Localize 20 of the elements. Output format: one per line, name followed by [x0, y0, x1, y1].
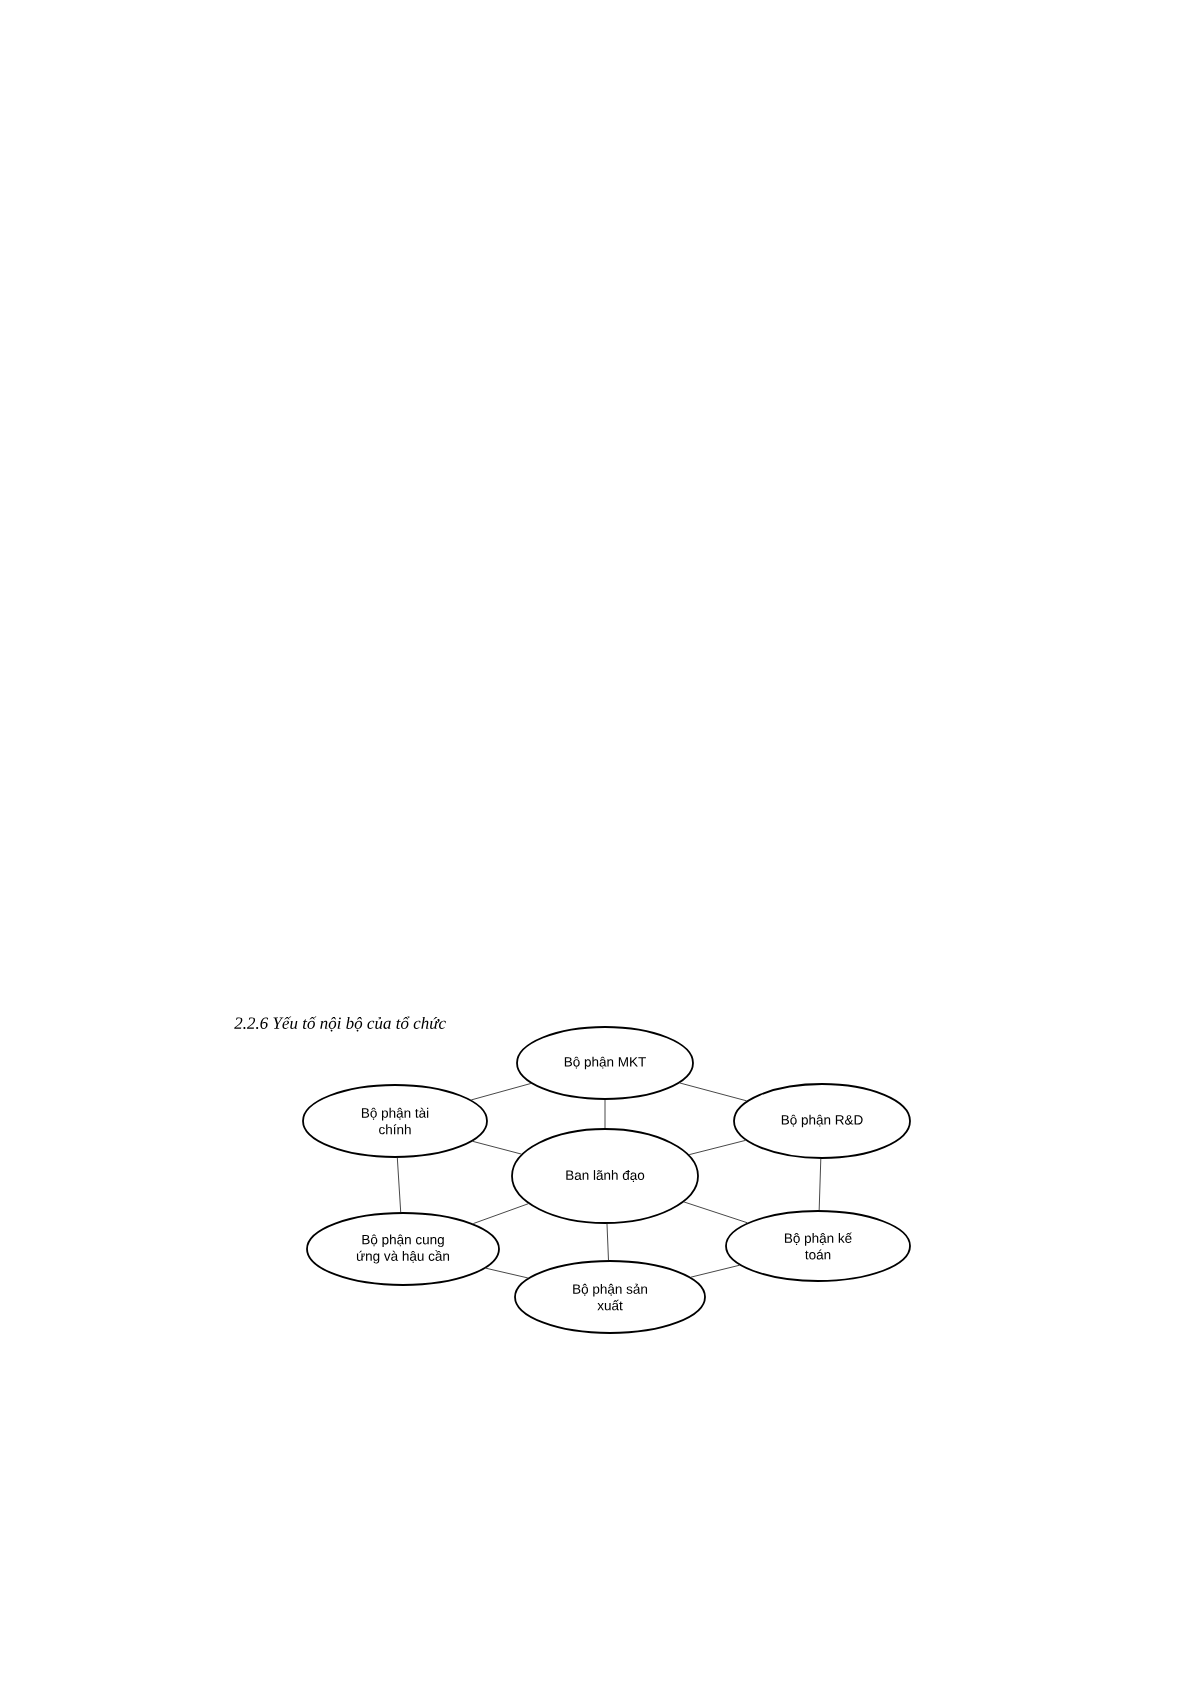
connector-line — [690, 1264, 741, 1278]
connector-line — [485, 1267, 529, 1279]
ellipse-node: Bộ phận cung ứng và hậu cần — [306, 1212, 500, 1286]
connector-line — [683, 1201, 748, 1224]
connector-line — [472, 1203, 529, 1225]
ellipse-node: Bộ phận MKT — [516, 1026, 694, 1100]
connector-line — [606, 1223, 609, 1261]
connector-line — [470, 1083, 532, 1101]
connector-line — [472, 1140, 522, 1155]
ellipse-node: Bộ phận R&D — [733, 1083, 911, 1159]
connector-line — [396, 1157, 402, 1213]
connector-line — [818, 1158, 822, 1211]
ellipse-node: Ban lãnh đạo — [511, 1128, 699, 1224]
ellipse-node: Bộ phận tài chính — [302, 1084, 488, 1158]
connector-line — [604, 1099, 606, 1129]
ellipse-node: Bộ phận sản xuất — [514, 1260, 706, 1334]
connector-line — [688, 1139, 747, 1156]
section-heading: 2.2.6 Yếu tố nội bộ của tổ chức — [234, 1016, 446, 1032]
ellipse-node: Bộ phận kế toán — [725, 1210, 911, 1282]
connector-line — [679, 1082, 748, 1102]
